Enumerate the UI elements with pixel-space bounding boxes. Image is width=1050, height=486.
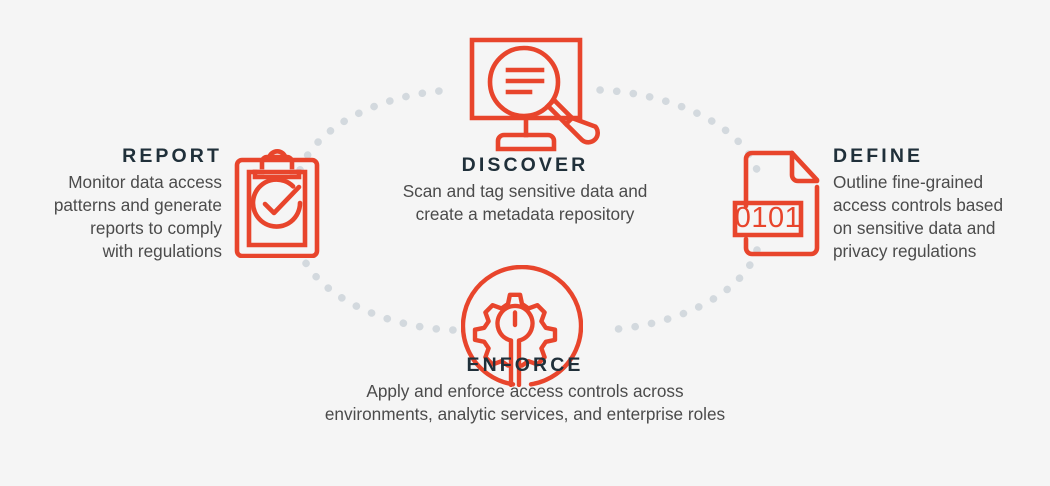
discover-title: DISCOVER [461,154,589,176]
define-title: DEFINE [833,145,924,167]
discover-description: Scan and tag sensitive data and create a… [402,180,648,224]
discover-text-block: DISCOVER Scan and tag sensitive data and… [340,154,710,226]
discover-icon-wrap [462,34,602,159]
report-description: Monitor data access patterns and generat… [53,171,222,261]
enforce-icon-wrap [460,264,584,392]
enforce-description: Apply and enforce access controls across… [324,380,726,424]
define-text-block: DEFINE Outline fine-grained access contr… [833,145,1048,263]
document-binary-icon: 0101 [732,150,820,257]
report-title: REPORT [122,145,222,167]
report-icon-wrap [231,146,323,263]
define-icon-binary-label: 0101 [735,202,802,234]
define-description: Outline fine-grained access controls bas… [833,171,1004,261]
report-text-block: REPORT Monitor data access patterns and … [10,145,222,263]
enforce-title: ENFORCE [466,354,584,376]
define-icon-wrap: 0101 [729,147,829,266]
monitor-magnifier-icon [469,37,600,152]
gear-wrench-icon [460,264,584,388]
clipboard-check-icon [234,149,320,259]
define-icon-label: 0101 [0,0,1,1]
enforce-text-block: ENFORCE Apply and enforce access control… [265,354,785,426]
